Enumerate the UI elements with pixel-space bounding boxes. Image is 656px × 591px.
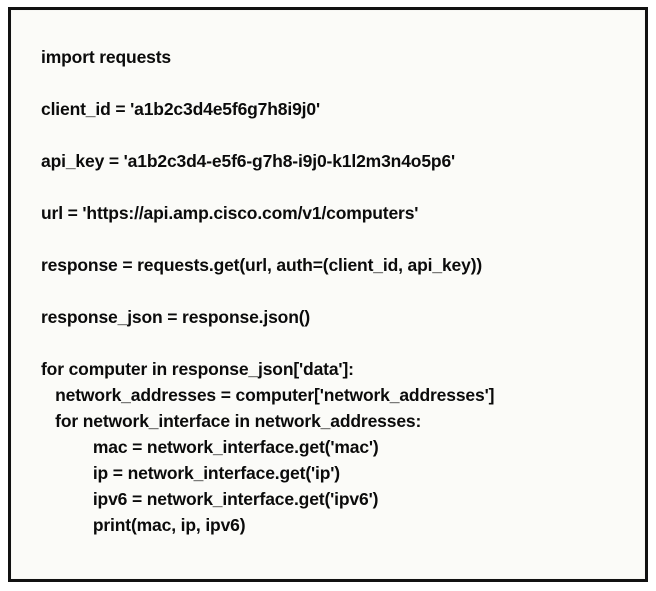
- code-line: url = 'https://api.amp.cisco.com/v1/comp…: [41, 203, 419, 223]
- code-line: network_addresses = computer['network_ad…: [41, 385, 495, 405]
- code-line: response = requests.get(url, auth=(clien…: [41, 255, 483, 275]
- code-line-spacer: [41, 330, 635, 356]
- code-line: for network_interface in network_address…: [41, 411, 422, 431]
- code-line: response_json = response.json(): [41, 307, 311, 327]
- code-line-spacer: [41, 174, 635, 200]
- code-line: ipv6 = network_interface.get('ipv6'): [41, 489, 379, 509]
- code-line: ip = network_interface.get('ip'): [41, 463, 340, 483]
- code-line: print(mac, ip, ipv6): [41, 515, 246, 535]
- code-line-spacer: [41, 70, 635, 96]
- code-line: client_id = 'a1b2c3d4e5f6g7h8i9j0': [41, 99, 320, 119]
- code-line-spacer: [41, 122, 635, 148]
- code-line-spacer: [41, 278, 635, 304]
- python-code-block: import requests client_id = 'a1b2c3d4e5f…: [41, 44, 635, 538]
- code-line: for computer in response_json['data']:: [41, 359, 354, 379]
- code-snippet-frame: import requests client_id = 'a1b2c3d4e5f…: [8, 7, 648, 582]
- code-line: mac = network_interface.get('mac'): [41, 437, 379, 457]
- code-line: import requests: [41, 47, 171, 67]
- code-line-spacer: [41, 226, 635, 252]
- code-line: api_key = 'a1b2c3d4-e5f6-g7h8-i9j0-k1l2m…: [41, 151, 456, 171]
